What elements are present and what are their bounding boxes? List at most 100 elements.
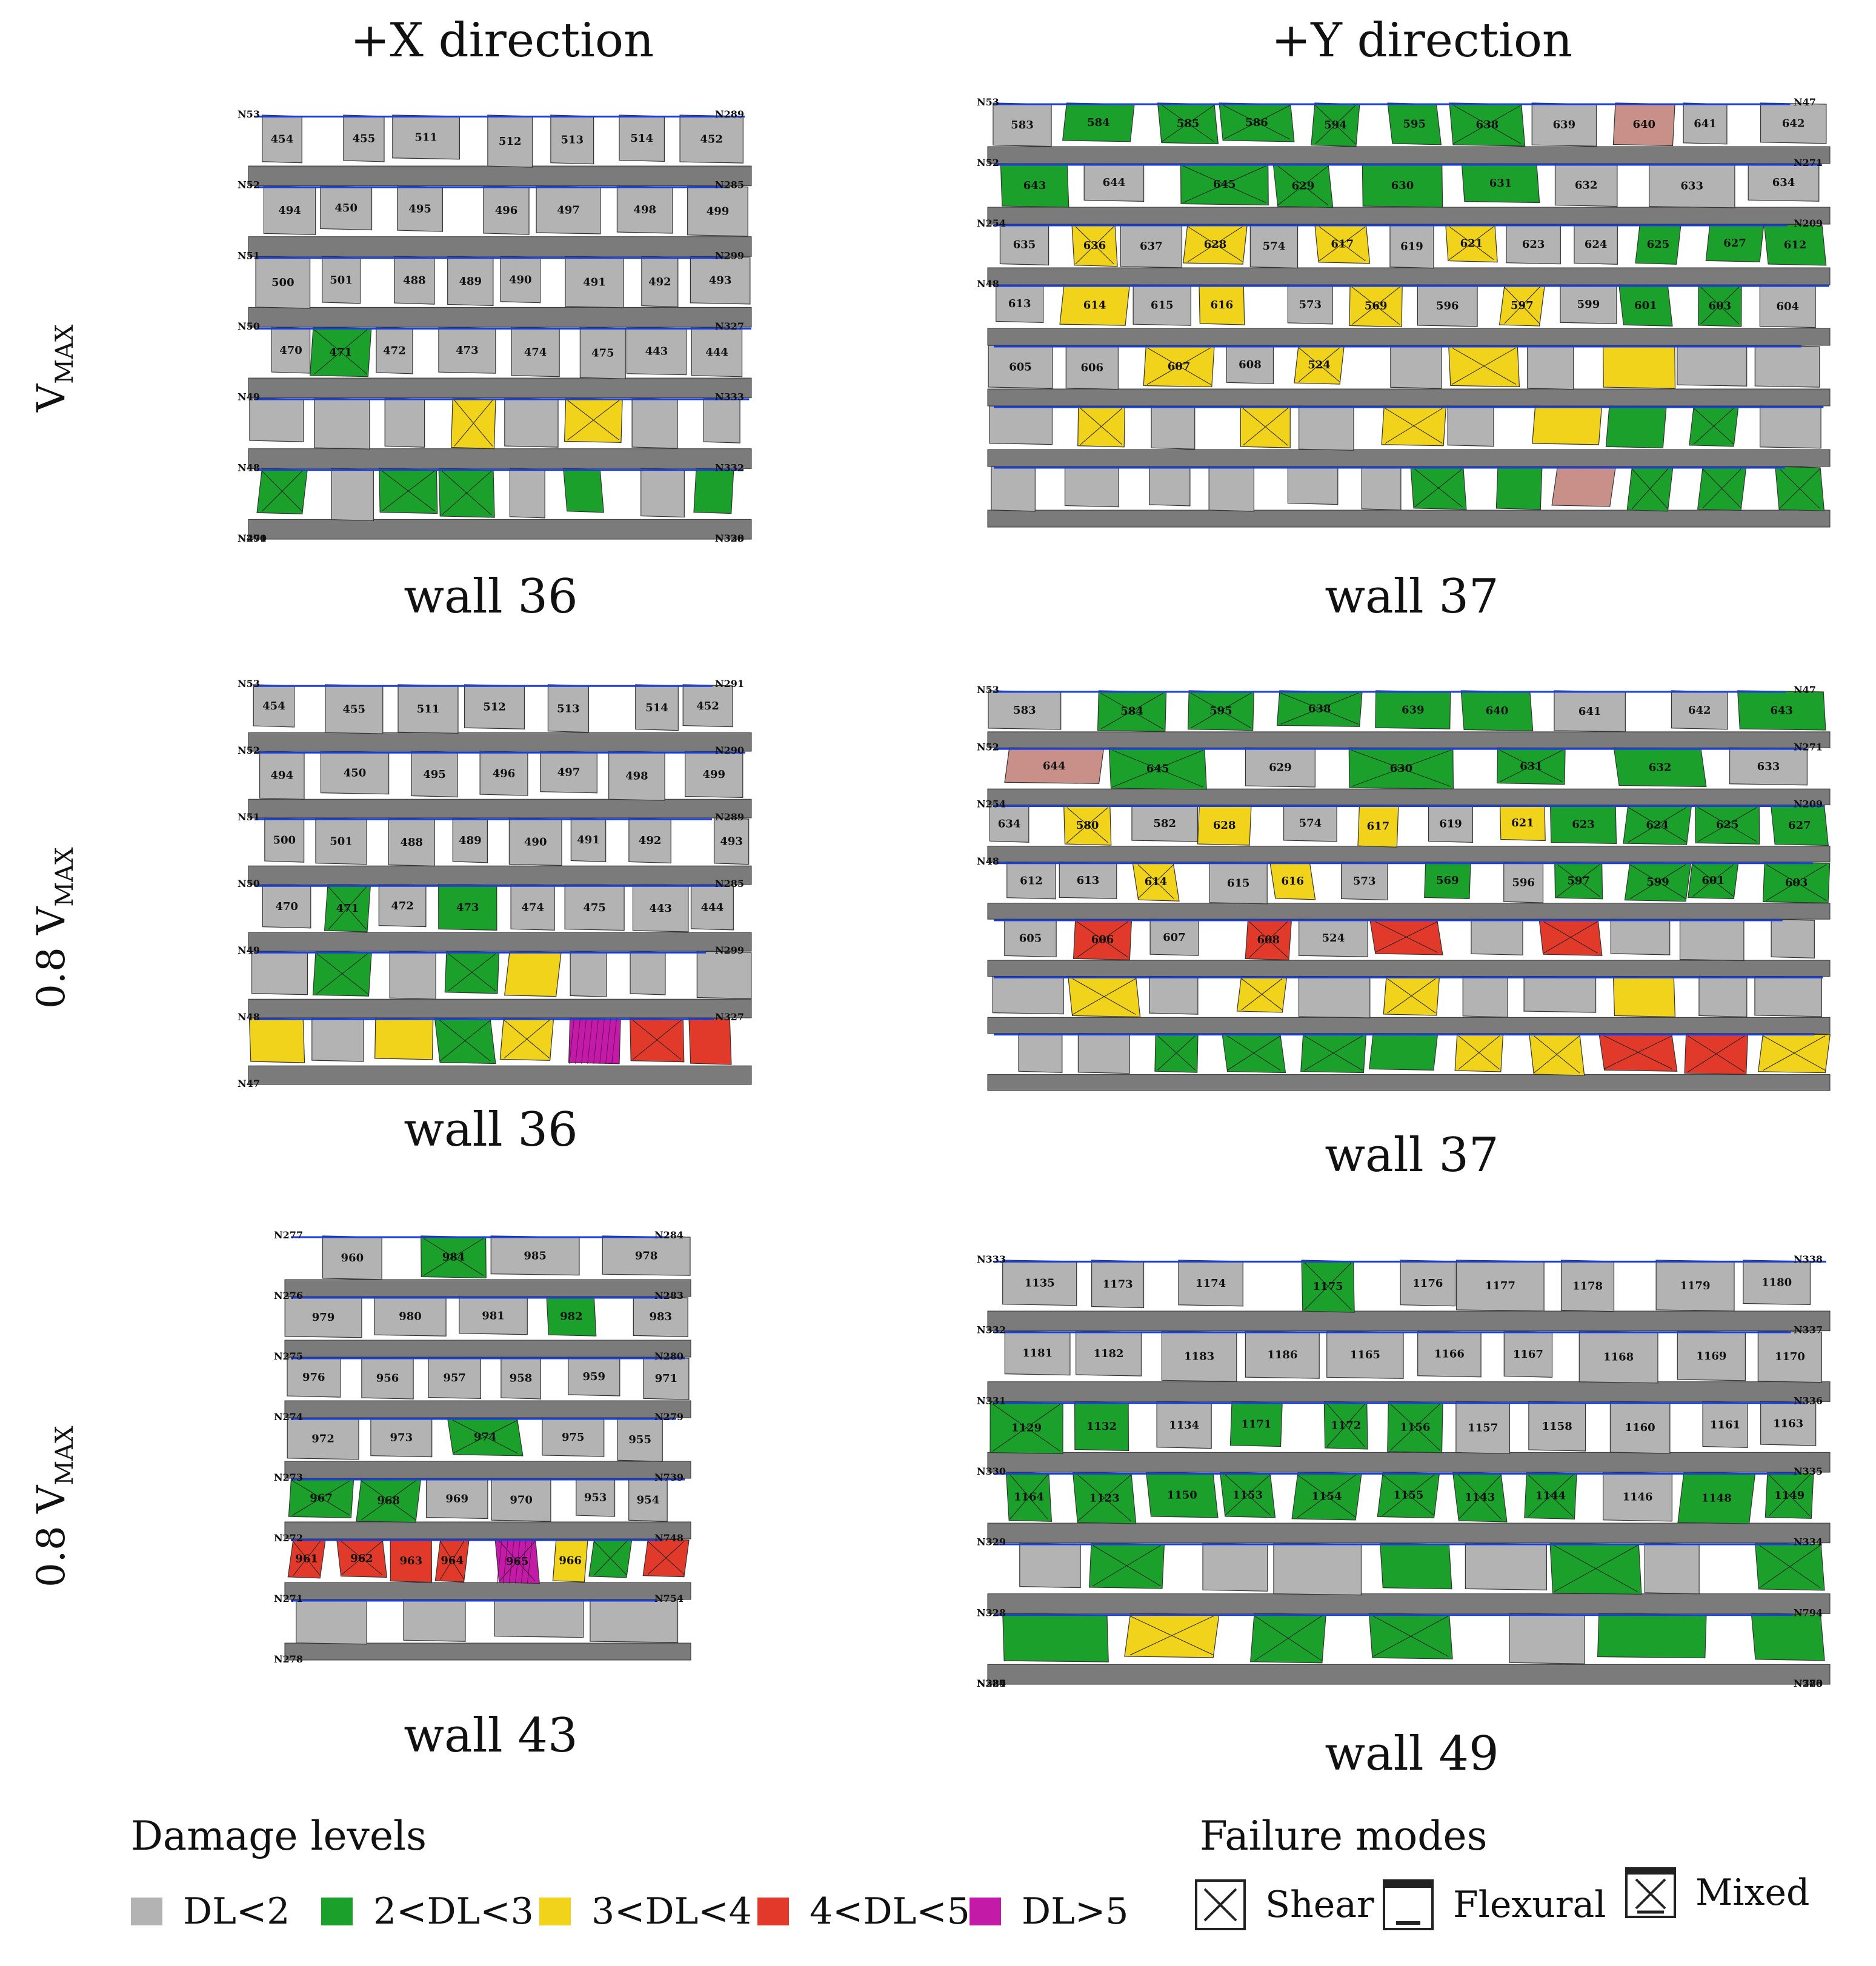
pier-element <box>1689 405 1739 447</box>
pier-element <box>1771 918 1815 958</box>
node-label: N53 <box>977 684 999 696</box>
element-id: 971 <box>655 1372 678 1385</box>
element-id: 569 <box>1365 300 1388 313</box>
pier-element <box>438 468 495 518</box>
pier-element: 1182 <box>1075 1330 1142 1377</box>
pier-element: 601 <box>1688 862 1739 900</box>
pier-element: 1146 <box>1603 1472 1673 1522</box>
node-label: N209 <box>1794 799 1823 810</box>
pier-element: 573 <box>1340 862 1388 901</box>
pier-element <box>1077 405 1125 448</box>
legend-shear: Shear <box>1194 1878 1374 1931</box>
node-label: N285 <box>715 179 744 191</box>
shear-crack <box>1227 1035 1281 1071</box>
pier-element <box>631 397 678 449</box>
row-label-main: V <box>29 906 74 935</box>
shear-crack <box>1352 287 1400 325</box>
shear-crack <box>314 329 368 375</box>
pier-shape <box>992 975 1064 1015</box>
pier-element: 979 <box>284 1296 362 1338</box>
pier-element: 595 <box>1187 690 1254 731</box>
spandrel-strip <box>284 1340 691 1358</box>
pier-element: 1156 <box>1387 1401 1443 1453</box>
element-id: 980 <box>399 1310 422 1323</box>
pier-element: 1166 <box>1417 1330 1482 1378</box>
pier-element: 955 <box>617 1417 663 1462</box>
flexural-icon <box>1383 1879 1434 1930</box>
pier-shape <box>1361 466 1402 511</box>
pier-shape <box>1612 975 1676 1018</box>
pier-element <box>374 1017 434 1060</box>
pier-element: 642 <box>1760 102 1827 144</box>
shear-crack <box>1372 1615 1449 1657</box>
element-id: 631 <box>1489 177 1512 190</box>
element-id: 627 <box>1723 237 1746 250</box>
pier-element <box>379 468 438 514</box>
pier-element <box>1298 975 1371 1018</box>
pier-element <box>1523 975 1597 1013</box>
pier-element: 1160 <box>1609 1401 1671 1454</box>
pier-element: 499 <box>687 185 748 237</box>
element-id: 493 <box>720 835 743 848</box>
element-id: 985 <box>524 1249 547 1262</box>
shear-crack <box>1280 692 1359 725</box>
pier-element: 641 <box>1683 102 1728 145</box>
node-label: N49 <box>238 391 260 403</box>
spandrel-strip <box>248 865 752 885</box>
spandrel-strip <box>987 1523 1831 1544</box>
element-id: 473 <box>456 344 479 357</box>
pier-shape <box>570 951 607 998</box>
pier-element: 978 <box>602 1235 691 1276</box>
shear-crack <box>328 886 367 930</box>
pier-element <box>688 1017 732 1065</box>
pier-shape <box>590 1599 679 1643</box>
hatch-line <box>611 1017 617 1064</box>
spandrel-strip <box>987 1074 1831 1091</box>
shear-crack <box>1700 287 1740 325</box>
shear-crack <box>1504 287 1540 324</box>
spandrel-strip <box>987 788 1831 806</box>
element-id: 629 <box>1269 762 1292 774</box>
pier-element: 982 <box>546 1296 597 1337</box>
pier-element: 605 <box>1004 918 1057 958</box>
element-id: 512 <box>483 701 506 714</box>
element-id: 1166 <box>1434 1348 1465 1361</box>
pier-element: 961 <box>287 1538 326 1579</box>
pier-shape <box>696 951 752 1000</box>
wall-body <box>248 732 752 1085</box>
element-id: 498 <box>633 204 656 216</box>
element-id: 1135 <box>1025 1277 1055 1289</box>
legend-label: Flexural <box>1453 1884 1606 1926</box>
pier-element: 492 <box>641 256 679 308</box>
pier-element: 644 <box>1004 747 1105 784</box>
pier-element <box>1202 1543 1268 1592</box>
shear-crack <box>1077 1474 1132 1522</box>
pier-element: 573 <box>1287 284 1333 325</box>
pier-element <box>1495 466 1543 510</box>
pier-shape <box>688 1017 732 1065</box>
element-id: 632 <box>1649 761 1672 774</box>
pier-element: 960 <box>322 1235 382 1280</box>
pier-element <box>1390 345 1442 389</box>
pier-element <box>434 1017 496 1064</box>
node-label: N290 <box>715 745 744 756</box>
pier-element: 474 <box>511 327 560 377</box>
pier-element <box>1759 405 1821 449</box>
pier-shape <box>1077 1033 1130 1074</box>
pier-shape <box>687 185 748 237</box>
element-id: 1178 <box>1572 1280 1603 1292</box>
pier-element <box>296 1599 367 1645</box>
pier-element <box>249 397 304 442</box>
pier-element: 1169 <box>1677 1330 1746 1381</box>
element-id: 644 <box>1103 176 1126 189</box>
pier-element: 499 <box>685 751 743 799</box>
element-id: 603 <box>1709 299 1732 312</box>
shear-crack <box>1628 807 1687 843</box>
node-label: N53 <box>238 108 260 120</box>
pier-element <box>1754 345 1820 388</box>
pier-shape <box>630 951 666 995</box>
caption-wall-36-b: wall 36 <box>404 1103 578 1157</box>
pier-element: 644 <box>1083 163 1145 202</box>
wall-body <box>248 165 752 540</box>
